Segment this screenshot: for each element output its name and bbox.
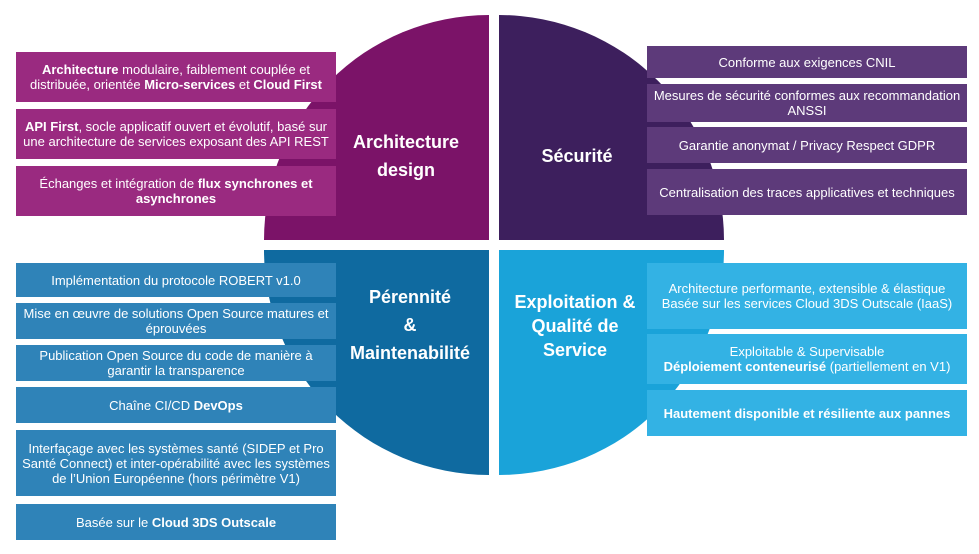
architecture-title-line1: Architecture <box>352 132 460 152</box>
architecture-item-1-b: modulaire, faiblement couplée et distrib… <box>30 62 311 92</box>
securite-item-2: Mesures de sécurité conformes aux recomm… <box>647 84 967 122</box>
architecture-title-line2: design <box>376 160 435 180</box>
architecture-item-1: Architecture modulaire, faiblement coupl… <box>16 52 336 102</box>
exploitation-item-2-c: (partiellement en V1) <box>826 359 951 374</box>
exploitation-item-1-b: Basée sur les services Cloud 3DS Outscal… <box>661 296 953 311</box>
architecture-item-1-a: Architecture <box>41 62 119 77</box>
exploitation-item-3-a: Hautement disponible et résiliente aux p… <box>663 405 951 421</box>
securite-item-4-text: Centralisation des traces applicatives e… <box>659 184 955 200</box>
securite-item-1-text: Conforme aux exigences CNIL <box>718 54 896 70</box>
exploitation-item-2-b: Déploiement conteneurisé <box>663 359 827 374</box>
perennite-item-2: Mise en œuvre de solutions Open Source m… <box>16 303 336 339</box>
exploitation-item-2-a: Exploitable & Supervisable <box>729 344 885 359</box>
perennite-item-4-a: Chaîne CI/CD <box>109 397 194 413</box>
exploitation-title-line1: Exploitation & <box>514 292 636 312</box>
perennite-title-line3: Maintenabilité <box>349 343 470 363</box>
architecture-item-3: Échanges et intégration de flux synchron… <box>16 166 336 216</box>
exploitation-item-1: Architecture performante, extensible & é… <box>647 263 967 329</box>
architecture-item-2: API First, socle applicatif ouvert et év… <box>16 109 336 159</box>
architecture-item-1-d: et <box>235 77 254 92</box>
perennite-item-1-a: Implémentation du protocole ROBERT v1.0 <box>51 272 301 288</box>
securite-item-3: Garantie anonymat / Privacy Respect GDPR <box>647 127 967 163</box>
architecture-item-3-a: Échanges et intégration de <box>39 176 198 191</box>
perennite-item-6-a: Basée sur le <box>75 514 152 530</box>
architecture-item-2-b: , socle applicatif ouvert et évolutif, b… <box>23 119 329 149</box>
perennite-item-2-a: Mise en œuvre de solutions Open Source m… <box>23 306 329 336</box>
architecture-item-1-c: Micro-services <box>144 77 236 92</box>
architecture-item-2-a: API First <box>24 119 79 134</box>
perennite-title-line2: & <box>403 315 417 335</box>
perennite-item-3: Publication Open Source du code de maniè… <box>16 345 336 381</box>
securite-item-1: Conforme aux exigences CNIL <box>647 46 967 78</box>
perennite-item-6: Basée sur le Cloud 3DS Outscale <box>16 504 336 540</box>
exploitation-item-2: Exploitable & Supervisable Déploiement c… <box>647 334 967 384</box>
securite-title-line1: Sécurité <box>541 146 613 166</box>
architecture-item-3-b: flux synchrones et asynchrones <box>135 176 313 206</box>
exploitation-title: Exploitation & Qualité de Service <box>500 290 650 362</box>
securite-title: Sécurité <box>512 142 642 170</box>
exploitation-item-1-a: Architecture performante, extensible & é… <box>668 281 946 296</box>
perennite-item-5-a: Interfaçage avec les systèmes santé (SID… <box>22 440 330 486</box>
perennite-item-4-b: DevOps <box>193 397 243 413</box>
architecture-title: Architecture design <box>336 128 476 184</box>
securite-item-2-text: Mesures de sécurité conformes aux recomm… <box>653 88 961 118</box>
perennite-item-5: Interfaçage avec les systèmes santé (SID… <box>16 430 336 496</box>
exploitation-title-line3: Service <box>542 340 608 360</box>
perennite-title: Pérennité & Maintenabilité <box>330 283 490 367</box>
exploitation-item-3: Hautement disponible et résiliente aux p… <box>647 390 967 436</box>
securite-item-3-text: Garantie anonymat / Privacy Respect GDPR <box>678 137 936 153</box>
perennite-item-4: Chaîne CI/CD DevOps <box>16 387 336 423</box>
perennite-item-3-a: Publication Open Source du code de maniè… <box>39 348 313 378</box>
securite-item-4: Centralisation des traces applicatives e… <box>647 169 967 215</box>
perennite-item-1: Implémentation du protocole ROBERT v1.0 <box>16 263 336 297</box>
perennite-item-6-b: Cloud 3DS Outscale <box>151 514 277 530</box>
architecture-item-1-e: Cloud First <box>253 77 322 92</box>
perennite-title-line1: Pérennité <box>368 287 452 307</box>
exploitation-title-line2: Qualité de <box>531 316 619 336</box>
